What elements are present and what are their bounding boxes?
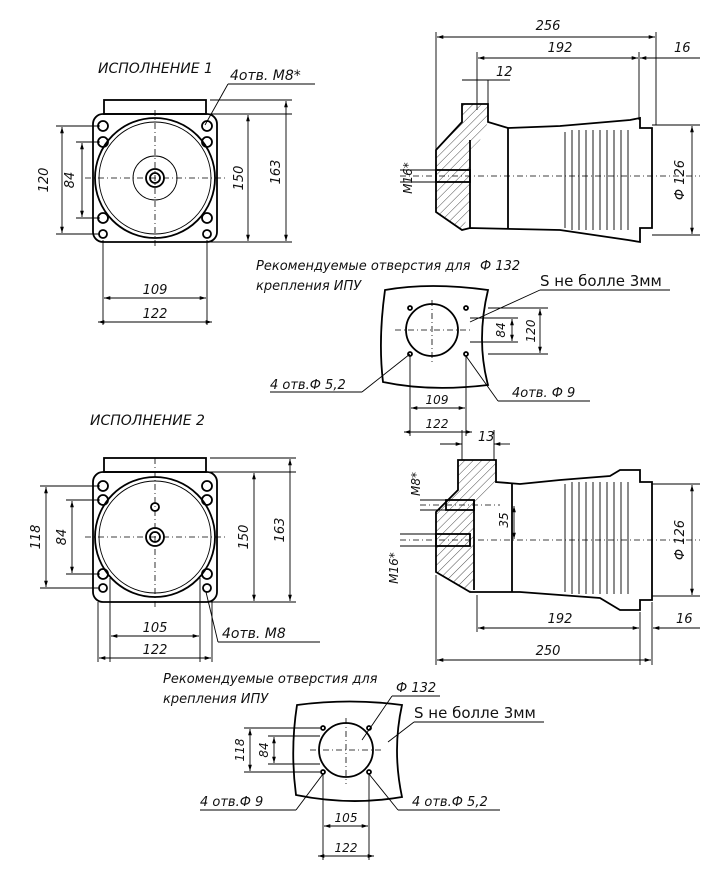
recommend2-caption-1: Рекомендуемые отверстия для	[163, 672, 378, 687]
side2-dia-126: Ф 126	[673, 520, 688, 560]
recommend1-dia-label: Ф 132	[480, 259, 520, 274]
variant1-holes-note: 4отв. М8*	[230, 68, 301, 84]
recommend1-thickness: S не болле 3мм	[540, 272, 662, 290]
mount-hole	[201, 212, 213, 224]
mount-hole	[98, 583, 108, 593]
variant2-dim-105: 105	[143, 621, 168, 636]
recommend1-caption-1: Рекомендуемые отверстия для	[256, 259, 471, 274]
hole	[463, 305, 469, 311]
recommend2-caption-2: крепления ИПУ	[163, 692, 269, 707]
recommend2-dia-label: Ф 132	[396, 681, 436, 696]
dim-150-label: 150	[232, 166, 247, 191]
mount-hole	[202, 229, 212, 239]
side2-dim-192: 192	[548, 612, 573, 627]
dim-192-label: 192	[548, 41, 573, 56]
variant2-front-view: ИСПОЛНЕНИЕ 2 118 84 150 163	[29, 413, 320, 662]
dim-16-label: 16	[674, 41, 691, 56]
hole	[407, 305, 413, 311]
recommend2-dim-118: 118	[233, 738, 247, 761]
hole	[463, 351, 469, 357]
recommend1-dim-122: 122	[426, 417, 449, 431]
recommend2-dim-84: 84	[257, 742, 271, 757]
variant2-dim-84: 84	[55, 529, 70, 546]
thread-m16-label: М16*	[401, 162, 415, 194]
mount-hole	[98, 229, 108, 239]
variant2-dim-118: 118	[29, 525, 44, 550]
recommend1-plate: Рекомендуемые отверстия для крепления ИП…	[256, 259, 670, 436]
dim-163-label: 163	[269, 160, 284, 185]
side2-dim-250: 250	[536, 644, 561, 659]
dim-12-label: 12	[496, 65, 513, 80]
recommend2-dim-105: 105	[335, 811, 358, 825]
dim-122-label: 122	[143, 307, 168, 322]
plate-outline	[380, 285, 490, 389]
recommend2-holes-9: 4 отв.Ф 9	[200, 795, 263, 810]
dia-126-label: Ф 126	[673, 160, 688, 200]
dim-109-label: 109	[143, 283, 168, 298]
variant2-title: ИСПОЛНЕНИЕ 2	[90, 413, 205, 429]
dim-120-label: 120	[37, 168, 52, 193]
mount-hole	[201, 568, 213, 580]
recommend2-thickness: S не болле 3мм	[414, 704, 536, 722]
hole	[366, 725, 372, 731]
mount-hole	[201, 494, 213, 506]
recommend1-dim-84: 84	[494, 322, 508, 337]
leader-line	[204, 83, 229, 126]
variant2-holes-note: 4отв. М8	[222, 626, 286, 642]
variant2-dim-150: 150	[237, 525, 252, 550]
mount-hole	[201, 480, 213, 492]
side2-thread-m8: М8*	[409, 472, 423, 496]
mount-hole	[202, 583, 212, 593]
cooling-fins	[564, 130, 629, 230]
side2-dim-35: 35	[497, 512, 511, 527]
side2-thread-m16: М16*	[387, 552, 401, 584]
recommend1-dim-120: 120	[524, 319, 538, 342]
hole	[366, 769, 372, 775]
recommend2-dim-122: 122	[335, 841, 358, 855]
recommend1-holes-52: 4 отв.Ф 5,2	[270, 378, 346, 393]
recommend1-caption-2: крепления ИПУ	[256, 279, 362, 294]
variant2-dim-122: 122	[143, 643, 168, 658]
dim-256-label: 256	[536, 19, 561, 34]
recommend1-dim-109: 109	[426, 393, 449, 407]
side2-dim-13: 13	[478, 430, 495, 445]
recommend1-holes-9: 4отв. Ф 9	[512, 386, 575, 401]
plate-outline	[292, 700, 404, 802]
variant1-side-view: 256 192 16 12	[400, 19, 700, 244]
dim-84-label: 84	[63, 172, 78, 189]
variant2-dim-163: 163	[273, 518, 288, 543]
hole	[320, 725, 326, 731]
variant2-side-view: 13 М8* М16* 35 Ф 126	[387, 430, 700, 665]
mount-hole	[201, 136, 213, 148]
recommend2-plate: Рекомендуемые отверстия для крепления ИП…	[163, 672, 544, 860]
hole	[320, 769, 326, 775]
side2-dim-16: 16	[676, 612, 693, 627]
variant1-front-view: ИСПОЛНЕНИЕ 1 4отв. М8* 120 84	[37, 61, 315, 325]
recommend2-holes-52: 4 отв.Ф 5,2	[412, 795, 488, 810]
mount-hole	[201, 120, 213, 132]
cooling-fins	[564, 482, 629, 594]
variant1-title: ИСПОЛНЕНИЕ 1	[98, 61, 213, 77]
